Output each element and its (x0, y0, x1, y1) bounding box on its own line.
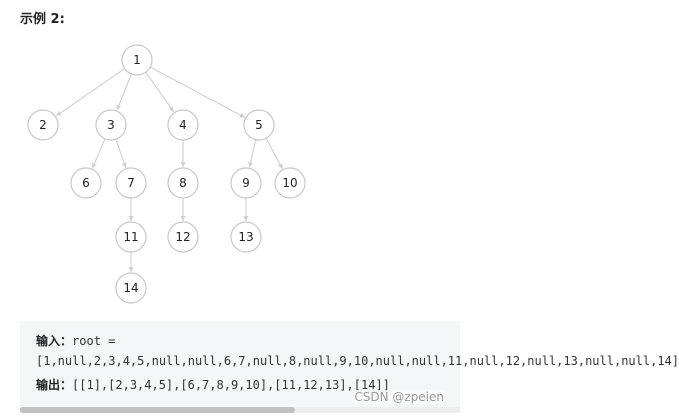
node-circle-14 (115, 272, 147, 304)
node-circle-1 (121, 44, 153, 76)
tree-node-2: 2 (27, 109, 59, 141)
node-label-13: 13 (238, 230, 253, 244)
node-circle-11 (115, 221, 147, 253)
node-label-1: 1 (133, 53, 141, 67)
node-label-9: 9 (242, 176, 250, 190)
output-label: 输出： (36, 378, 73, 392)
node-label-10: 10 (282, 176, 297, 190)
tree-node-13: 13 (230, 221, 262, 253)
input-line-2: [1,null,2,3,4,5,null,null,6,7,null,8,nul… (36, 354, 679, 368)
tree-node-12: 12 (167, 221, 199, 253)
node-circle-7 (115, 167, 147, 199)
tree-node-6: 6 (70, 167, 102, 199)
edge-1-5 (149, 66, 246, 118)
example-heading: 示例 2: (20, 12, 65, 27)
node-circle-3 (95, 109, 127, 141)
node-circle-10 (274, 167, 306, 199)
node-label-2: 2 (39, 118, 47, 132)
arrowhead-1-5 (239, 112, 245, 118)
edge-1-3 (116, 73, 132, 111)
arrowhead-11-14 (128, 267, 134, 272)
input-label: 输入： (36, 334, 73, 348)
node-label-12: 12 (175, 230, 190, 244)
tree-node-11: 11 (115, 221, 147, 253)
tree-node-10: 10 (274, 167, 306, 199)
node-label-14: 14 (123, 281, 138, 295)
node-circle-13 (230, 221, 262, 253)
horizontal-scrollbar[interactable] (20, 407, 460, 413)
edge-3-6 (91, 138, 106, 169)
node-circle-6 (70, 167, 102, 199)
node-label-3: 3 (107, 118, 115, 132)
node-circle-8 (167, 167, 199, 199)
output-line: 输出：[[1],[2,3,4,5],[6,7,8,9,10],[11,12,13… (36, 376, 390, 393)
arrowhead-1-3 (116, 104, 122, 111)
scrollbar-thumb[interactable] (20, 407, 295, 413)
arrowhead-3-6 (92, 162, 97, 169)
node-circle-12 (167, 221, 199, 253)
node-circle-9 (230, 167, 262, 199)
node-label-6: 6 (82, 176, 90, 190)
arrowhead-5-10 (277, 163, 283, 169)
node-circle-5 (243, 109, 275, 141)
arrowhead-1-4 (168, 106, 174, 112)
input-text: root = (72, 334, 116, 348)
watermark: CSDN @zpeien (354, 390, 444, 404)
arrowhead-9-13 (243, 216, 249, 221)
arrowhead-4-8 (180, 162, 186, 167)
arrowhead-5-9 (248, 161, 254, 168)
arrowhead-3-7 (121, 162, 127, 168)
tree-node-9: 9 (230, 167, 262, 199)
node-label-8: 8 (179, 176, 187, 190)
node-circle-4 (167, 109, 199, 141)
edge-5-10 (265, 137, 283, 170)
output-value: [[1],[2,3,4,5],[6,7,8,9,10],[11,12,13],[… (72, 378, 390, 392)
tree-node-14: 14 (115, 272, 147, 304)
tree-node-1: 1 (121, 44, 153, 76)
tree-node-7: 7 (115, 167, 147, 199)
arrowhead-1-2 (56, 110, 62, 116)
arrowhead-7-11 (128, 216, 134, 221)
tree-edges (55, 66, 283, 272)
node-label-7: 7 (127, 176, 135, 190)
node-label-4: 4 (179, 118, 187, 132)
edge-1-2 (55, 68, 125, 117)
edge-3-7 (115, 139, 127, 169)
tree-node-4: 4 (167, 109, 199, 141)
input-value: [1,null,2,3,4,5,null,null,6,7,null,8,nul… (36, 354, 679, 368)
arrowhead-8-12 (180, 216, 186, 221)
node-label-11: 11 (123, 230, 138, 244)
tree-node-5: 5 (243, 109, 275, 141)
input-line-1: 输入：root = (36, 332, 115, 349)
tree-node-3: 3 (95, 109, 127, 141)
node-label-5: 5 (255, 118, 263, 132)
edge-1-4 (145, 71, 175, 113)
tree-node-8: 8 (167, 167, 199, 199)
node-circle-2 (27, 109, 59, 141)
